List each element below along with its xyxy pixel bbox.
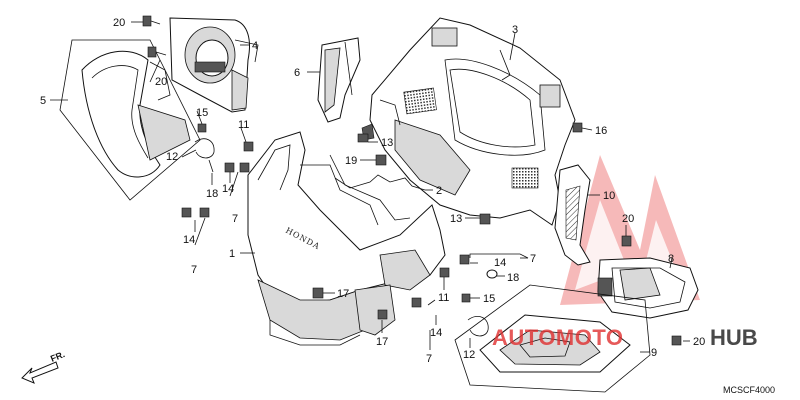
clip-18b [486,269,498,279]
callout-4: 4 [252,40,258,52]
callout-12b: 12 [463,349,475,361]
part-8-lamp-unit [597,257,699,319]
part-3-inner-fairing [361,17,576,226]
callout-8: 8 [668,253,674,265]
callout-11a: 11 [238,119,249,131]
callout-7a: 7 [232,213,238,225]
callout-18b: 18 [507,272,519,284]
screw-11a [243,141,254,152]
callout-15a: 15 [196,107,208,119]
screw-20c [621,235,632,247]
front-direction-arrow: FR. [21,349,66,384]
callout-15b: 15 [483,293,495,305]
callout-5: 5 [40,95,46,107]
clip-12b [467,316,489,337]
screw-19 [375,154,387,166]
screw-20-mid [147,46,167,58]
screw-20-top [142,15,161,27]
callout-20b: 20 [155,76,167,88]
callout-16: 16 [595,125,607,137]
watermark-word-automoto: AUTOMOTO [492,325,624,350]
screw-15a [197,123,207,133]
callout-10: 10 [603,190,615,202]
nut-14a [224,162,235,173]
part-9-lower-panel [454,284,651,393]
callout-14d: 14 [430,327,442,339]
callout-19: 19 [345,155,357,167]
callout-2: 2 [436,185,442,197]
screw-14c [181,207,192,218]
callout-7b: 7 [191,264,197,276]
fastener-screws [142,15,682,346]
front-arrow-label: FR. [49,349,66,364]
clip-13a [357,133,369,143]
callout-20a: 20 [113,17,125,29]
diagram-code: MCSCF4000 [723,385,775,395]
watermark-word-hub: HUB [710,325,758,350]
callout-17a: 17 [337,288,349,300]
callout-20c: 20 [622,213,634,225]
screw-17a [312,287,324,299]
callout-labels: 20 4 20 5 15 11 12 14 18 7 14 7 6 3 16 1… [40,17,705,365]
callout-13a: 13 [381,137,393,149]
callout-14c: 14 [494,257,506,269]
screw-16 [572,122,583,133]
screw-17b [377,309,388,320]
screw-20d [671,335,682,346]
callout-18a: 18 [206,188,218,200]
callout-12a: 12 [166,151,178,163]
callout-3: 3 [512,24,518,36]
callout-14b: 14 [183,234,195,246]
callout-6: 6 [294,67,300,79]
callout-1: 1 [229,248,235,260]
leader-lines [50,21,690,353]
screw-15b [461,293,471,303]
part-2-wire-stay [334,174,426,191]
nut-14d [199,207,210,218]
part-1-upper-cowl: HONDA [247,131,446,346]
callout-13b: 13 [450,213,462,225]
callout-9: 9 [651,347,657,359]
callout-11b: 11 [438,292,449,304]
callout-20d: 20 [693,336,705,348]
part-5-inner-cover [59,39,201,201]
callout-7d: 7 [426,353,432,365]
nut-14b [239,162,250,173]
clip-18a [208,159,214,173]
part-10-bracket [554,164,591,266]
part-4-housing [169,17,259,113]
screw-11b [439,267,450,278]
nut-14e [459,254,470,265]
callout-17b: 17 [376,336,388,348]
part-6-side-panel [317,37,361,123]
callout-14a: 14 [222,183,234,195]
clip-13b [479,213,491,225]
callout-7c: 7 [530,253,536,265]
watermark-text: AUTOMOTO HUB [492,325,758,350]
clip-12a [194,138,215,159]
nut-14f [411,297,422,308]
